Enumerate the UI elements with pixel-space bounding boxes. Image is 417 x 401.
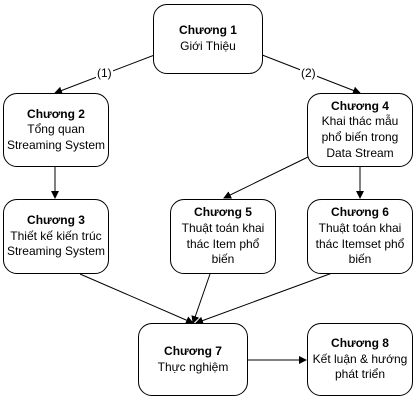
- chapter-4-title: Chương 4: [331, 98, 389, 113]
- edge-c6-c7: [195, 271, 336, 325]
- chapter-8-box: Chương 8 Kết luận & hướng phát triển: [307, 323, 413, 396]
- chapter-1-text: Giới Thiệu: [180, 39, 236, 53]
- chapter-2-text: Tổng quan Streaming System: [6, 122, 106, 152]
- chapter-2-title: Chương 2: [27, 106, 85, 121]
- chapter-4-text: Khai thác mẫu phổ biến trong Data Stream: [321, 114, 399, 160]
- edge-c5-c7: [191, 273, 211, 324]
- chapter-4-box: Chương 4 Khai thác mẫu phổ biến trong Da…: [307, 93, 413, 167]
- edge-c4-c5: [223, 156, 309, 199]
- chapter-3-text: Thiết kế kiến trúc Streaming System: [6, 228, 106, 259]
- edge-label-1: (1): [96, 66, 113, 80]
- chapter-3-box: Chương 3 Thiết kế kiến trúc Streaming Sy…: [3, 199, 109, 274]
- chapter-7-title: Chương 7: [164, 343, 222, 358]
- chapter-1-title: Chương 1: [179, 23, 237, 38]
- chapter-8-text: Kết luận & hướng phát triển: [312, 351, 408, 382]
- chapter-1-box: Chương 1 Giới Thiệu: [153, 4, 263, 74]
- chapter-2-box: Chương 2 Tổng quan Streaming System: [3, 93, 109, 167]
- chapter-5-box: Chương 5 Thuật toán khai thác Item phổ b…: [170, 199, 276, 274]
- chapter-7-text: Thực nghiệm: [157, 359, 229, 374]
- chapter-5-title: Chương 5: [194, 205, 252, 220]
- chapter-6-box: Chương 6 Thuật toán khai thác Itemset ph…: [307, 199, 413, 274]
- edge-label-2: (2): [300, 66, 317, 80]
- chapter-8-title: Chương 8: [331, 336, 389, 351]
- edge-c3-c7: [79, 273, 194, 324]
- chapter-7-box: Chương 7 Thực nghiệm: [138, 323, 248, 396]
- chapter-6-title: Chương 6: [331, 205, 389, 220]
- chapter-3-title: Chương 3: [27, 213, 85, 228]
- chapter-6-text: Thuật toán khai thác Itemset phổ biến: [315, 220, 405, 267]
- chapter-5-text: Thuật toán khai thác Item phổ biến: [181, 220, 265, 267]
